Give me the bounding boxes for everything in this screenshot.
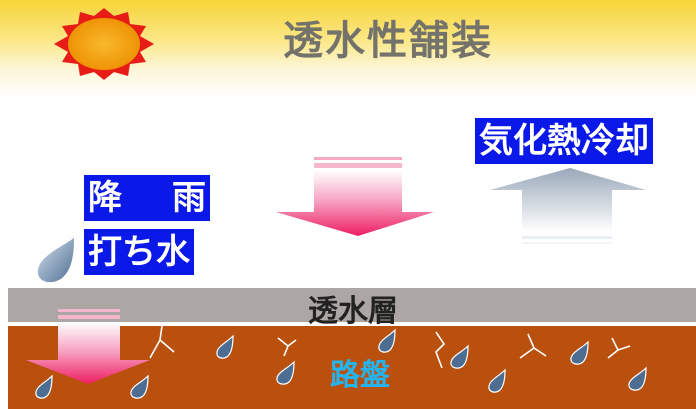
heat-arrow-down-icon [276, 157, 434, 236]
sun-icon [54, 8, 154, 80]
cooling-arrow-up-icon [490, 168, 646, 244]
evaporative-cooling-label: 気化熱冷却 [475, 118, 653, 164]
crack-icon [149, 325, 631, 369]
permeable-layer [8, 288, 696, 322]
water-drop-icon [35, 328, 647, 399]
roadbed-label: 路盤 [330, 358, 390, 393]
rain-label: 降 雨 [84, 175, 210, 221]
permeable-layer-label: 透水層 [308, 294, 398, 329]
heat-arrow-into-ground-icon [26, 309, 150, 384]
water-sprinkling-label: 打ち水 [84, 229, 194, 275]
water-drop-icon [37, 238, 74, 283]
layer-divider [8, 322, 696, 326]
page-title: 透水性舗装 [283, 18, 493, 64]
